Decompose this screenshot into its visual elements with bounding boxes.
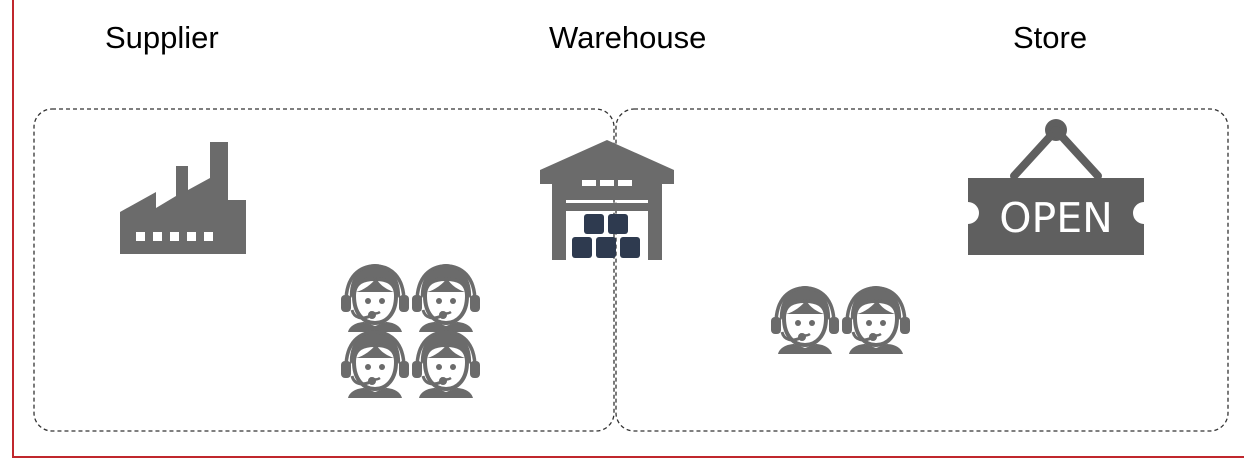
factory-icon — [120, 142, 246, 254]
call-center-agent-icon — [340, 262, 410, 332]
call-center-agent-icon — [841, 284, 911, 354]
warehouse-store-zone — [615, 108, 1229, 432]
open-sign-text: OPEN — [999, 194, 1113, 242]
supplier-heading: Supplier — [105, 20, 219, 55]
call-center-agent-icon — [340, 328, 410, 398]
call-center-agent-icon — [411, 328, 481, 398]
boxes-icon — [572, 214, 640, 258]
call-center-agent-icon — [411, 262, 481, 332]
open-sign-icon: OPEN — [968, 119, 1144, 255]
zone-layer — [33, 108, 1229, 432]
supplier-warehouse-zone — [33, 108, 615, 432]
warehouse-heading: Warehouse — [549, 20, 707, 55]
store-heading: Store — [1013, 20, 1088, 55]
warehouse-icon — [540, 140, 674, 260]
call-center-agent-icon — [770, 284, 840, 354]
